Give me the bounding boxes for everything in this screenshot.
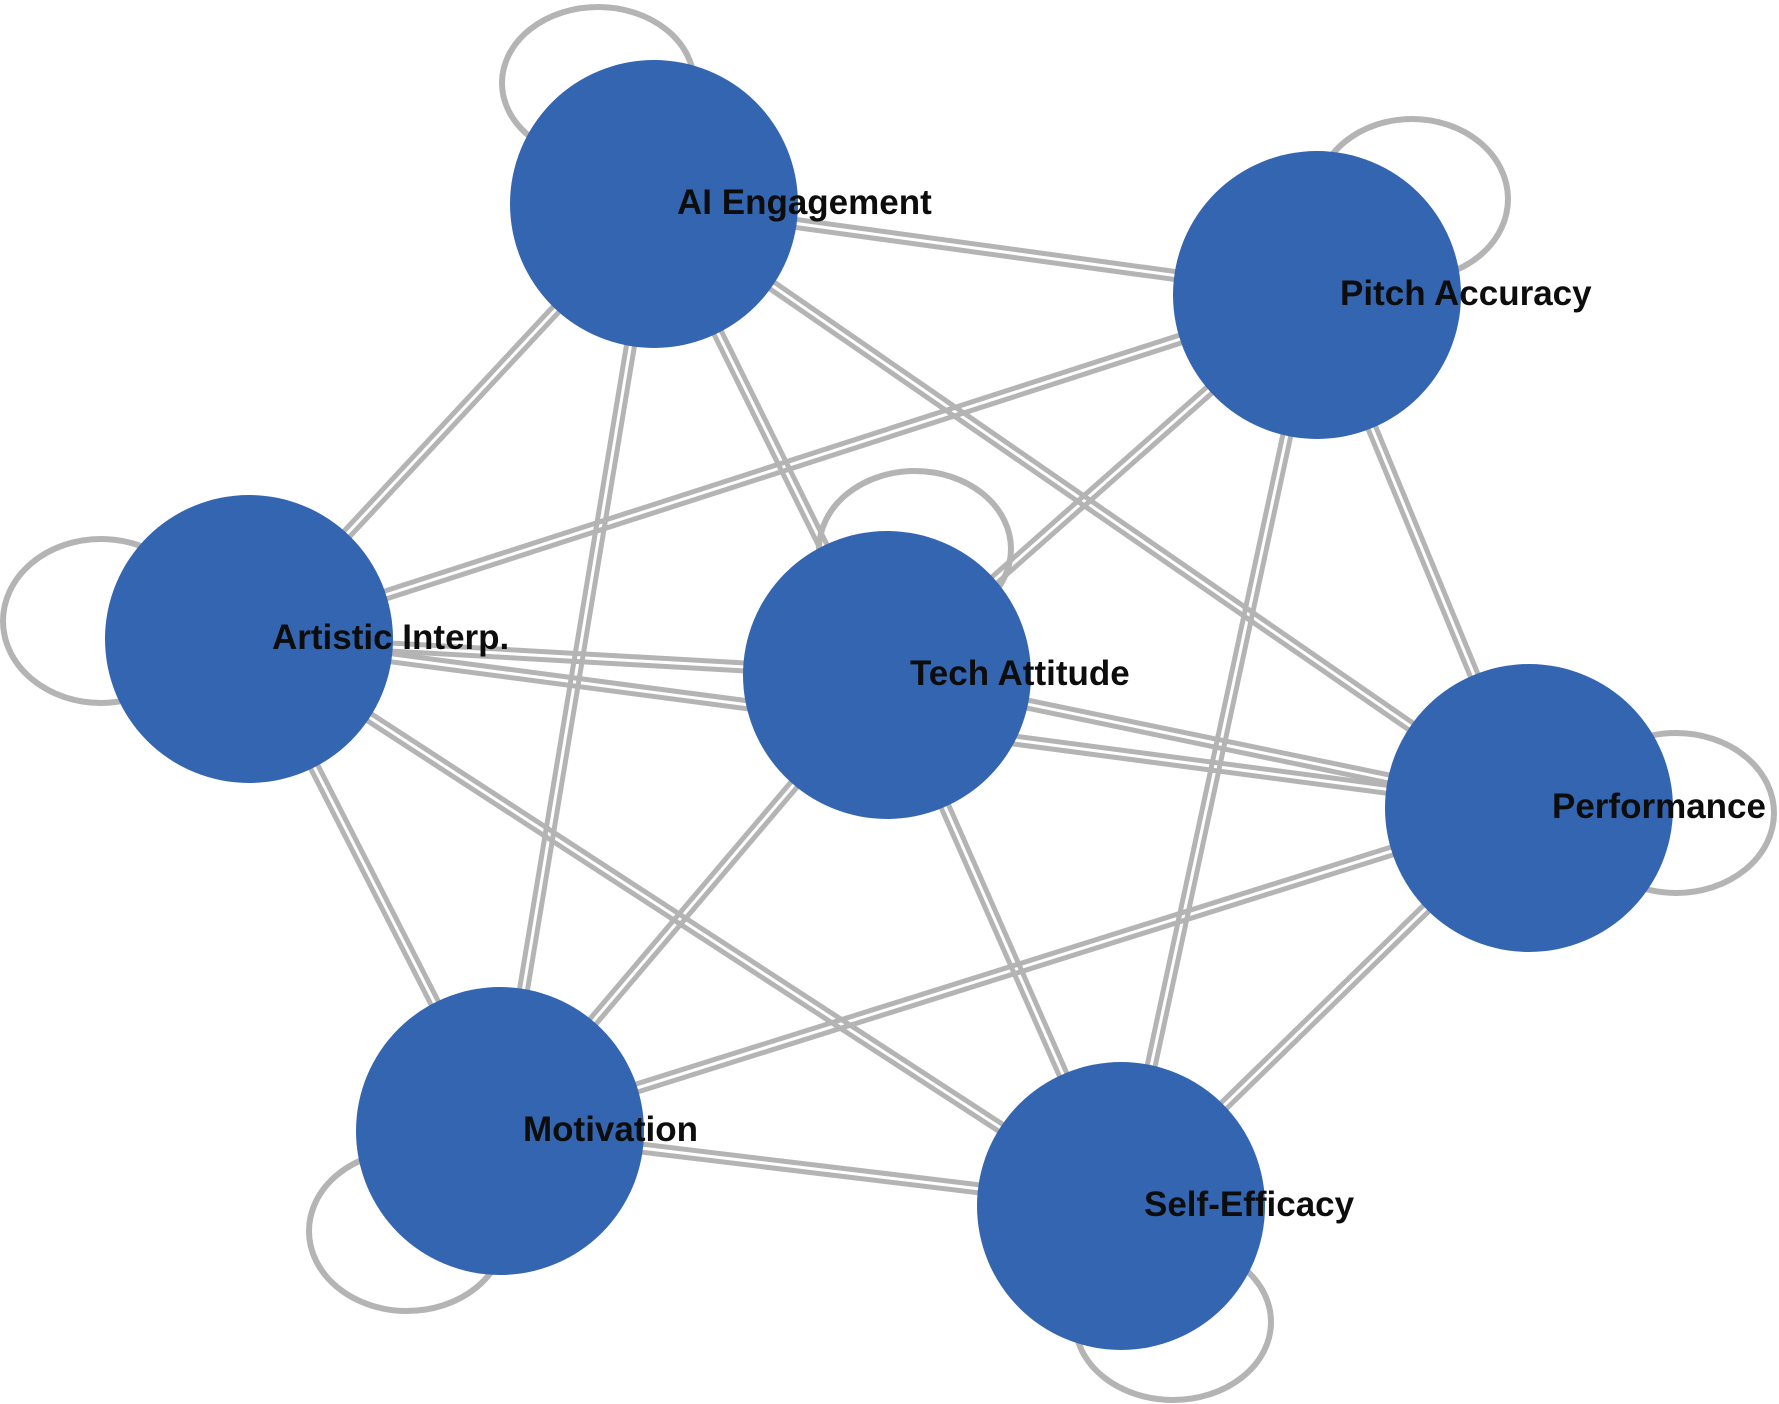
nodes-layer: [105, 60, 1673, 1350]
node-label-perf: Performance: [1552, 787, 1766, 826]
node-perf: [1385, 664, 1673, 952]
edge-line: [1122, 295, 1324, 1208]
node-art: [105, 495, 393, 783]
node-label-ai: AI Engagement: [677, 183, 932, 222]
edge-line: [500, 809, 1531, 1138]
node-label-tech: Tech Attitude: [910, 654, 1130, 693]
node-tech: [743, 531, 1031, 819]
node-mot: [356, 987, 644, 1275]
edge-line: [245, 640, 1121, 1212]
edge-line: [1114, 293, 1316, 1206]
edge-ai-perf: [650, 198, 1533, 814]
edge-line: [493, 202, 653, 1131]
edge-line: [247, 288, 1317, 638]
edge-perf-mot: [498, 801, 1531, 1138]
node-label-pitch: Pitch Accuracy: [1340, 274, 1592, 313]
edge-ai-mot: [493, 202, 661, 1133]
node-self: [977, 1062, 1265, 1350]
node-pitch: [1173, 151, 1461, 439]
edge-pitch-art: [247, 288, 1319, 646]
edge-line: [249, 296, 1319, 646]
node-label-art: Artistic Interp.: [272, 618, 509, 657]
edge-pitch-self: [1114, 293, 1324, 1208]
edge-line: [498, 801, 1529, 1130]
edge-line: [650, 205, 1529, 814]
edge-line: [501, 204, 661, 1133]
node-label-self: Self-Efficacy: [1144, 1185, 1355, 1224]
node-label-mot: Motivation: [523, 1110, 698, 1149]
node-ai: [510, 60, 798, 348]
edge-line: [654, 198, 1533, 807]
